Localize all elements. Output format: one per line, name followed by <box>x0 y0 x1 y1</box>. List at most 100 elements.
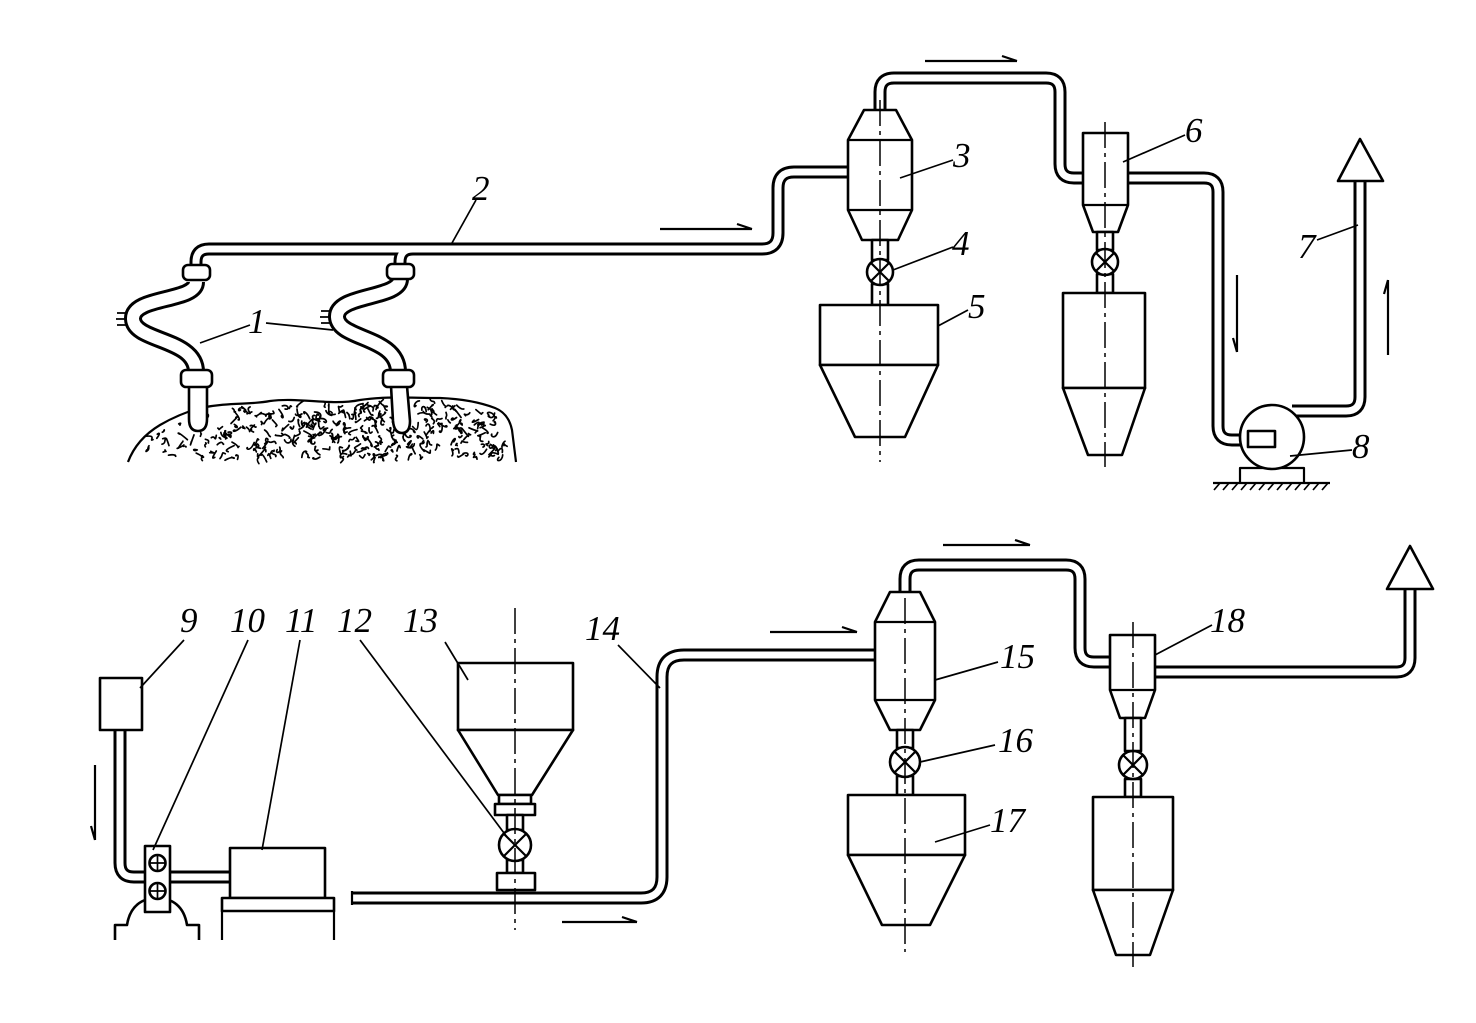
pile-texture-stroke <box>377 435 383 442</box>
label-7: 7 <box>1298 227 1317 266</box>
pipe-14-bore <box>352 655 876 898</box>
pile-texture-stroke <box>501 440 506 448</box>
pile-texture-stroke <box>427 403 435 411</box>
hopper-6-cone <box>1061 386 1147 457</box>
pile-texture-stroke <box>200 455 205 462</box>
label-12: 12 <box>337 601 372 640</box>
pile-texture-stroke <box>224 456 236 462</box>
pile-texture-stroke <box>475 408 484 415</box>
pile-texture-stroke <box>402 433 406 442</box>
collar-left-bottom <box>179 368 214 389</box>
pile-texture-stroke <box>269 449 275 455</box>
pile-texture-stroke <box>496 454 504 462</box>
pile-texture-stroke <box>450 416 458 421</box>
pile-texture-stroke <box>355 436 360 443</box>
pile-texture-stroke <box>350 413 355 420</box>
pile-texture-stroke <box>365 416 372 421</box>
label-6: 6 <box>1185 111 1203 150</box>
pile-texture-stroke <box>189 434 195 446</box>
label-17: 17 <box>990 801 1027 840</box>
pile-texture-stroke <box>167 453 177 458</box>
label-9: 9 <box>180 601 198 640</box>
label-8: 8 <box>1352 427 1370 466</box>
pile-texture-stroke <box>339 452 348 459</box>
label-10: 10 <box>230 601 266 640</box>
pile-texture-stroke <box>370 452 376 461</box>
rotary-valve-12 <box>495 813 537 892</box>
flow-arrow-air-intake <box>89 765 97 841</box>
pile-texture-stroke <box>450 437 457 446</box>
blower-10-casing <box>143 844 172 914</box>
pile-texture-stroke <box>462 452 469 457</box>
pile-texture-stroke <box>241 425 246 430</box>
leader-line-12 <box>359 639 508 838</box>
hopper-6-body <box>1061 291 1147 390</box>
pile-texture-stroke <box>145 448 150 453</box>
pile-texture-stroke <box>418 453 424 460</box>
leader-line-4 <box>892 246 954 271</box>
pile-texture-stroke <box>293 436 300 445</box>
leader-line-1 <box>199 322 334 344</box>
pile-texture-stroke <box>396 444 402 452</box>
pile-texture-stroke <box>419 442 426 453</box>
hopper-17-cone <box>846 853 967 927</box>
pipe-air-intake-wall <box>120 730 147 877</box>
pile-texture-stroke <box>342 421 346 428</box>
pile-texture-stroke <box>332 420 341 426</box>
pile-texture-stroke <box>281 404 289 411</box>
pile-texture-stroke <box>390 438 396 447</box>
pile-texture-stroke <box>256 443 262 450</box>
pile-texture-stroke <box>422 448 432 455</box>
pile-texture-stroke <box>463 411 471 417</box>
pile-texture-stroke <box>204 438 210 444</box>
pile-texture-stroke <box>296 408 302 419</box>
pile-texture-stroke <box>369 416 374 420</box>
label-2: 2 <box>472 169 490 208</box>
pile-texture-stroke <box>425 439 429 448</box>
pile-texture-stroke <box>339 455 345 464</box>
pile-texture-stroke <box>263 429 272 438</box>
hopper-17 <box>846 793 967 927</box>
label-15: 15 <box>1000 637 1035 676</box>
pile-texture-stroke <box>481 426 489 435</box>
pile-texture-stroke <box>456 453 465 458</box>
pile-texture-stroke <box>379 451 389 459</box>
pile-texture-stroke <box>177 440 184 449</box>
pile-texture-stroke <box>348 436 356 443</box>
pile-texture-stroke <box>455 404 465 410</box>
pile-texture-stroke <box>454 442 459 447</box>
pile-texture-stroke <box>388 426 392 433</box>
unit-11 <box>220 846 336 940</box>
pile-texture-stroke <box>289 425 295 430</box>
label-11: 11 <box>285 601 317 640</box>
pile-texture-stroke <box>341 409 347 419</box>
pile-texture-stroke <box>210 434 218 440</box>
pile-texture-stroke <box>341 444 350 454</box>
pile-texture-stroke <box>245 410 253 415</box>
pile-texture-stroke <box>373 404 378 411</box>
pile-texture-stroke <box>227 431 233 436</box>
pile-texture-stroke <box>312 422 317 431</box>
pile-texture-stroke <box>367 408 374 417</box>
pile-texture <box>145 397 508 465</box>
collar-right-bottom <box>381 368 416 389</box>
pile-texture-stroke <box>468 426 479 434</box>
pile-texture-stroke <box>486 411 496 418</box>
pile-texture-stroke <box>162 449 167 453</box>
pile-texture-stroke <box>204 441 207 448</box>
pile-texture-stroke <box>460 427 470 438</box>
pile-texture-stroke <box>384 445 392 453</box>
hose-right-bore <box>337 279 400 372</box>
pile-texture-stroke <box>430 425 435 430</box>
pile-texture-stroke <box>372 456 376 464</box>
nozzle-right <box>389 384 412 435</box>
leader-line-14 <box>617 644 661 689</box>
pile-texture-stroke <box>216 425 224 431</box>
leader-line-3 <box>899 159 954 179</box>
pile-texture-stroke <box>462 432 472 441</box>
pile-texture-stroke <box>271 419 278 428</box>
pile-texture-stroke <box>259 412 267 417</box>
pile-texture-stroke <box>430 429 435 435</box>
pile-texture-stroke <box>315 413 320 421</box>
feed-box <box>495 871 537 892</box>
